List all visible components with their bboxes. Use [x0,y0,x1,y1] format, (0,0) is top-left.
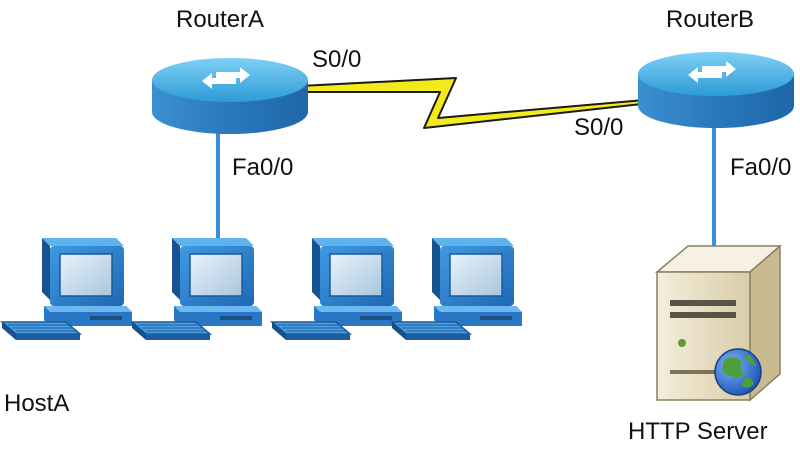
routerA-name-label: RouterA [176,6,265,33]
host-pc-icon-4[interactable] [391,237,523,341]
routerB-serial-interface-label: S0/0 [574,114,624,141]
http-server-label: HTTP Server [628,418,768,445]
routerB-name-label: RouterB [666,6,755,33]
routerA-lan-interface-label: Fa0/0 [232,154,294,181]
routerB-icon[interactable] [638,52,794,128]
hostA-label: HostA [4,390,70,417]
routerA-serial-interface-label: S0/0 [312,46,362,73]
routerA-icon[interactable] [152,58,308,134]
host-pc-icon-3[interactable] [271,237,403,341]
host-pc-icon-2[interactable] [131,237,263,341]
globe-icon [714,348,762,396]
hostA-pc-icon[interactable] [1,237,133,341]
routerB-lan-interface-label: Fa0/0 [730,154,792,181]
